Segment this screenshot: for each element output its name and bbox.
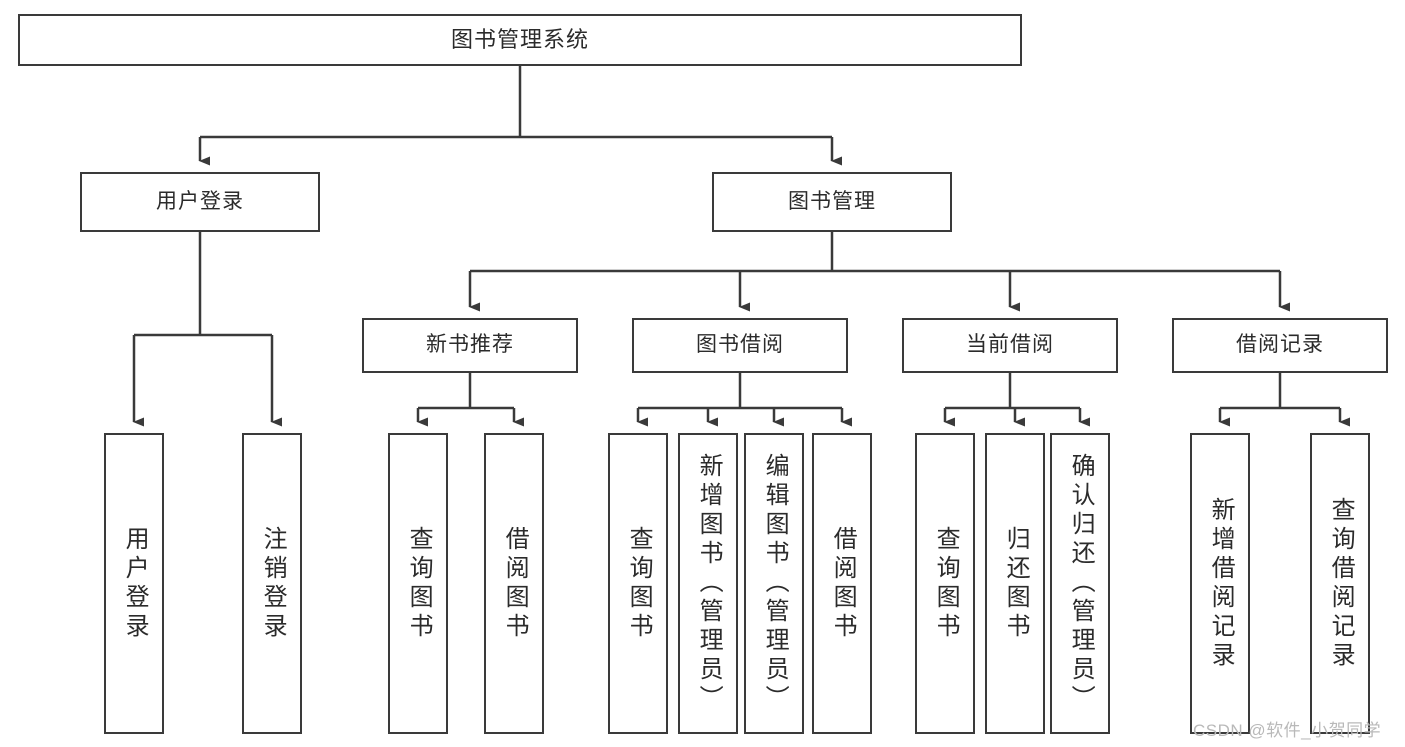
- node-label: 图书管理: [788, 189, 876, 213]
- node-label: 用户登录: [121, 525, 149, 642]
- node-leaf-add-book[interactable]: 新增图书（管理员）: [678, 433, 738, 734]
- node-label: 图书管理系统: [450, 27, 589, 53]
- node-label: 确认归还（管理员）: [1067, 453, 1095, 714]
- node-label: 图书借阅: [696, 333, 784, 357]
- node-label: 注销登录: [259, 525, 287, 642]
- node-leaf-query-book-1[interactable]: 查询图书: [388, 433, 448, 734]
- node-leaf-user-logout[interactable]: 注销登录: [242, 433, 302, 734]
- node-leaf-query-book-3[interactable]: 查询图书: [915, 433, 975, 734]
- node-label: 新增图书（管理员）: [695, 453, 723, 714]
- node-current-borrow[interactable]: 当前借阅: [902, 318, 1118, 373]
- node-label: 查询图书: [625, 525, 653, 642]
- node-leaf-query-book-2[interactable]: 查询图书: [608, 433, 668, 734]
- node-leaf-query-record[interactable]: 查询借阅记录: [1310, 433, 1370, 734]
- node-leaf-return-book[interactable]: 归还图书: [985, 433, 1045, 734]
- node-label: 借阅图书: [501, 525, 529, 642]
- node-user-login[interactable]: 用户登录: [80, 172, 320, 232]
- node-book-manage[interactable]: 图书管理: [712, 172, 952, 232]
- node-leaf-borrow-book-1[interactable]: 借阅图书: [484, 433, 544, 734]
- csdn-watermark: CSDN @软件_小贺同学: [1193, 721, 1382, 740]
- node-label: 查询借阅记录: [1327, 496, 1355, 671]
- node-label: 查询图书: [405, 525, 433, 642]
- node-new-book-rec[interactable]: 新书推荐: [362, 318, 578, 373]
- node-label: 新增借阅记录: [1207, 496, 1235, 671]
- node-label: 当前借阅: [966, 333, 1054, 357]
- node-label: 归还图书: [1002, 525, 1030, 642]
- node-root[interactable]: 图书管理系统: [18, 14, 1022, 66]
- node-leaf-edit-book[interactable]: 编辑图书（管理员）: [744, 433, 804, 734]
- node-borrow-record[interactable]: 借阅记录: [1172, 318, 1388, 373]
- tree-edges: [132, 66, 1350, 427]
- node-book-borrow[interactable]: 图书借阅: [632, 318, 848, 373]
- node-label: 新书推荐: [426, 333, 514, 357]
- node-label: 借阅图书: [829, 525, 857, 642]
- node-leaf-borrow-book-2[interactable]: 借阅图书: [812, 433, 872, 734]
- node-leaf-user-login[interactable]: 用户登录: [104, 433, 164, 734]
- node-label: 编辑图书（管理员）: [761, 453, 789, 714]
- node-label: 借阅记录: [1236, 333, 1324, 357]
- node-leaf-add-record[interactable]: 新增借阅记录: [1190, 433, 1250, 734]
- node-leaf-confirm-return[interactable]: 确认归还（管理员）: [1050, 433, 1110, 734]
- node-label: 查询图书: [932, 525, 960, 642]
- node-label: 用户登录: [156, 189, 244, 213]
